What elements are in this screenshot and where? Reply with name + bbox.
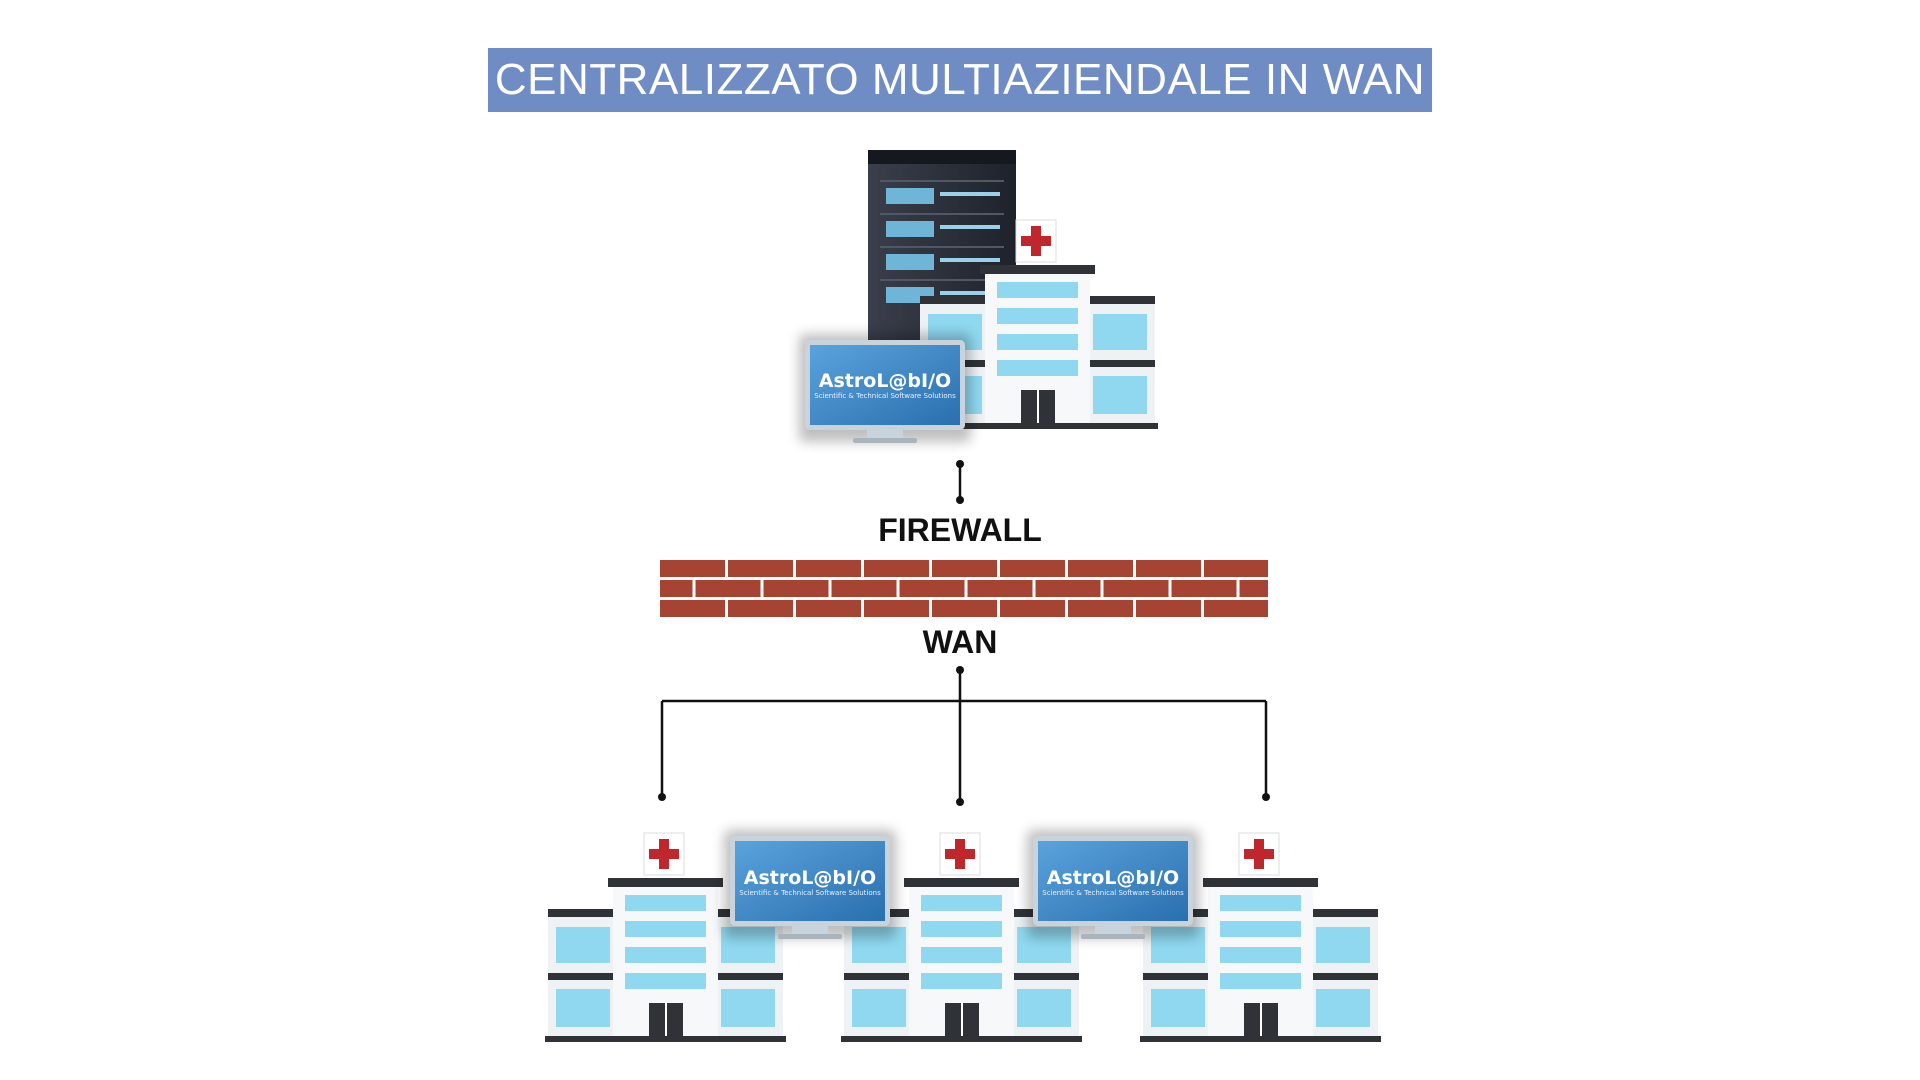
firewall-label: FIREWALL xyxy=(878,512,1042,548)
firewall-brick xyxy=(1171,580,1237,597)
firewall-brick xyxy=(1204,560,1268,577)
firewall-wall-icon xyxy=(658,558,1270,617)
central-connector xyxy=(956,460,964,504)
diagram-title: CENTRALIZZATO MULTIAZIENDALE IN WAN xyxy=(494,55,1426,104)
firewall-brick xyxy=(1239,580,1268,597)
firewall-brick xyxy=(728,560,793,577)
firewall-brick xyxy=(728,600,793,617)
firewall-brick xyxy=(1068,600,1133,617)
firewall-brick xyxy=(796,560,861,577)
branch-logo-tagline-1: Scientific & Technical Software Solution… xyxy=(739,889,881,897)
firewall-brick xyxy=(967,580,1033,597)
wan-label: WAN xyxy=(922,624,998,660)
firewall-brick xyxy=(796,600,861,617)
firewall-brick xyxy=(660,580,693,597)
branch-monitor-1: AstroL@bI/O Scientific & Technical Softw… xyxy=(724,830,896,939)
branch-logo-text-1: AstroL@bI/O xyxy=(744,867,876,889)
firewall-brick xyxy=(660,600,725,617)
central-logo-text: AstroL@bI/O xyxy=(819,370,951,392)
branch-monitor-2: AstroL@bI/O Scientific & Technical Softw… xyxy=(1027,830,1199,939)
firewall-brick xyxy=(899,580,965,597)
branch-logo-text-2: AstroL@bI/O xyxy=(1047,867,1179,889)
firewall-brick xyxy=(1000,600,1065,617)
firewall-brick xyxy=(660,560,725,577)
firewall-brick xyxy=(1136,560,1201,577)
firewall-brick xyxy=(1204,600,1268,617)
branch-logo-tagline-2: Scientific & Technical Software Solution… xyxy=(1042,889,1184,897)
firewall-brick xyxy=(932,560,997,577)
title-banner: CENTRALIZZATO MULTIAZIENDALE IN WAN xyxy=(488,48,1432,112)
firewall-brick xyxy=(1035,580,1101,597)
firewall-brick xyxy=(763,580,829,597)
firewall-brick xyxy=(1068,560,1133,577)
firewall-brick xyxy=(1136,600,1201,617)
firewall-brick xyxy=(695,580,761,597)
firewall-brick xyxy=(1103,580,1169,597)
firewall-brick xyxy=(932,600,997,617)
wan-connectors xyxy=(660,670,1268,802)
firewall-brick xyxy=(831,580,897,597)
central-logo-tagline: Scientific & Technical Software Solution… xyxy=(814,392,956,400)
wan-connector-dots xyxy=(658,666,1270,806)
central-node: AstroL@bI/O Scientific & Technical Softw… xyxy=(799,150,1159,443)
firewall-brick xyxy=(864,560,929,577)
firewall-brick xyxy=(864,600,929,617)
firewall-brick xyxy=(1000,560,1065,577)
